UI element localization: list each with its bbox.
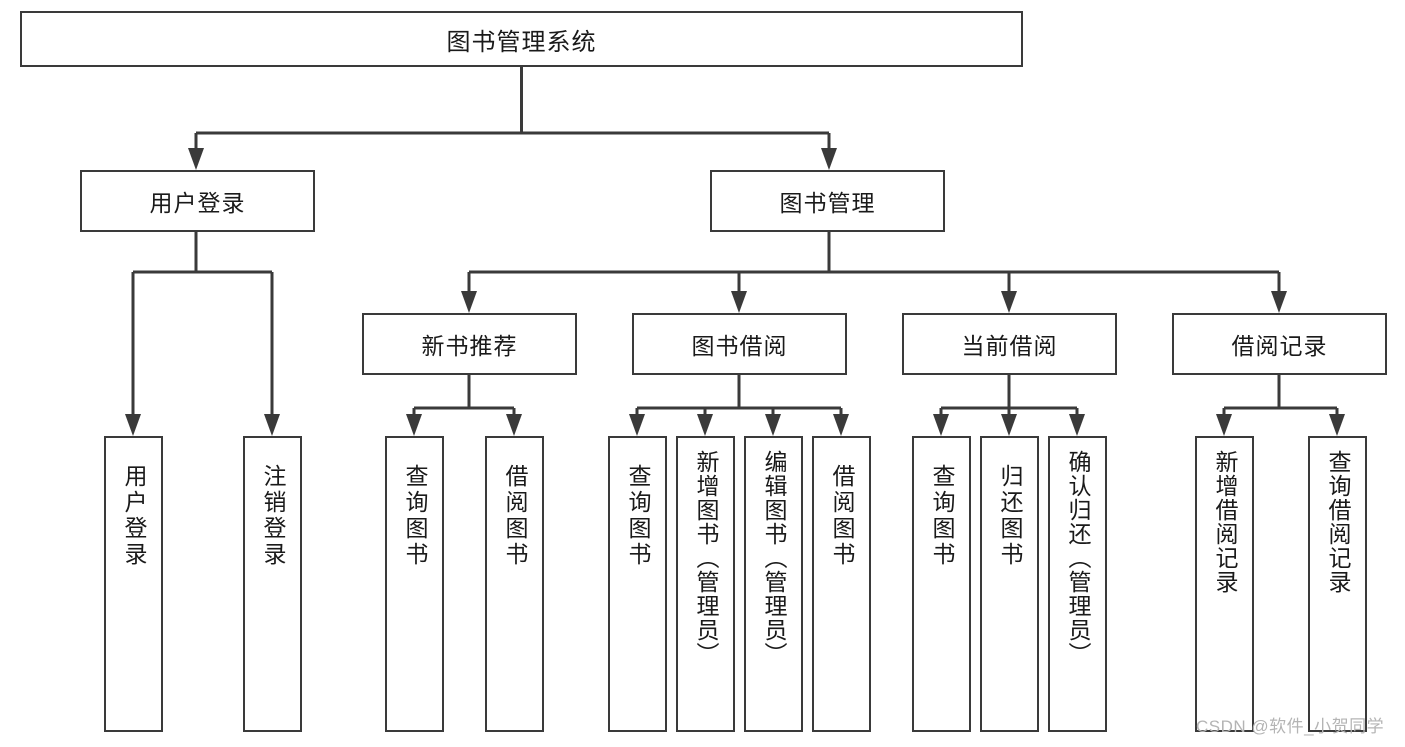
arrowhead-return-book	[1001, 414, 1017, 436]
node-label: 归还图书	[997, 464, 1023, 568]
node-leaf-borrow-book-1[interactable]: 借阅图书	[485, 436, 544, 732]
node-label: 借阅图书	[502, 464, 528, 568]
arrowhead-bookborrow	[731, 291, 747, 313]
node-leaf-confirm-return[interactable]: 确认归还（管理员）	[1048, 436, 1107, 732]
node-new-book-rec[interactable]: 新书推荐	[362, 313, 577, 375]
node-label: 图书借阅	[691, 333, 788, 359]
node-leaf-add-record[interactable]: 新增借阅记录	[1195, 436, 1254, 732]
node-label: 新增图书（管理员）	[693, 450, 719, 666]
node-leaf-borrow-book-2[interactable]: 借阅图书	[812, 436, 871, 732]
node-label: 确认归还（管理员）	[1065, 450, 1091, 666]
arrowhead-leaf-user-logout	[264, 414, 280, 436]
node-leaf-edit-book[interactable]: 编辑图书（管理员）	[744, 436, 803, 732]
arrowhead-borrow-book-2	[833, 414, 849, 436]
arrowhead-leaf-user-login	[125, 414, 141, 436]
node-leaf-query-book-1[interactable]: 查询图书	[385, 436, 444, 732]
node-label: 注销登录	[260, 464, 286, 568]
arrowhead-edit-book	[765, 414, 781, 436]
node-label: 当前借阅	[961, 333, 1058, 359]
node-label: 编辑图书（管理员）	[761, 450, 787, 666]
arrowhead-borrowrecord	[1271, 291, 1287, 313]
node-label: 新书推荐	[421, 333, 518, 359]
node-leaf-query-book-2[interactable]: 查询图书	[608, 436, 667, 732]
arrowhead-confirm-return	[1069, 414, 1085, 436]
node-leaf-user-login[interactable]: 用户登录	[104, 436, 163, 732]
arrowhead-query-record	[1329, 414, 1345, 436]
node-leaf-add-book[interactable]: 新增图书（管理员）	[676, 436, 735, 732]
node-label: 新增借阅记录	[1212, 450, 1238, 594]
node-root-system[interactable]: 图书管理系统	[20, 11, 1023, 67]
node-user-login[interactable]: 用户登录	[80, 170, 315, 232]
node-label: 图书管理系统	[446, 28, 597, 56]
arrowhead-query-book-2	[629, 414, 645, 436]
node-label: 图书管理	[779, 190, 876, 216]
node-label: 查询图书	[402, 464, 428, 568]
node-book-manage[interactable]: 图书管理	[710, 170, 945, 232]
node-label: 查询借阅记录	[1325, 450, 1351, 594]
node-book-borrow[interactable]: 图书借阅	[632, 313, 847, 375]
node-borrow-record[interactable]: 借阅记录	[1172, 313, 1387, 375]
arrowhead-query-book-3	[933, 414, 949, 436]
arrowhead-borrow-book-1	[506, 414, 522, 436]
node-label: 借阅记录	[1231, 333, 1328, 359]
node-label: 借阅图书	[829, 464, 855, 568]
node-label: 查询图书	[625, 464, 651, 568]
arrowhead-add-book	[697, 414, 713, 436]
node-label: 查询图书	[929, 464, 955, 568]
node-leaf-query-record[interactable]: 查询借阅记录	[1308, 436, 1367, 732]
arrowhead-userlogin	[188, 148, 204, 170]
arrowhead-bookmanage	[821, 148, 837, 170]
node-leaf-user-logout[interactable]: 注销登录	[243, 436, 302, 732]
arrowhead-add-record	[1216, 414, 1232, 436]
node-label: 用户登录	[149, 190, 246, 216]
arrowhead-currentborrow	[1001, 291, 1017, 313]
arrowhead-newbook	[461, 291, 477, 313]
node-current-borrow[interactable]: 当前借阅	[902, 313, 1117, 375]
node-leaf-query-book-3[interactable]: 查询图书	[912, 436, 971, 732]
node-label: 用户登录	[121, 464, 147, 568]
node-leaf-return-book[interactable]: 归还图书	[980, 436, 1039, 732]
arrowhead-query-book-1	[406, 414, 422, 436]
